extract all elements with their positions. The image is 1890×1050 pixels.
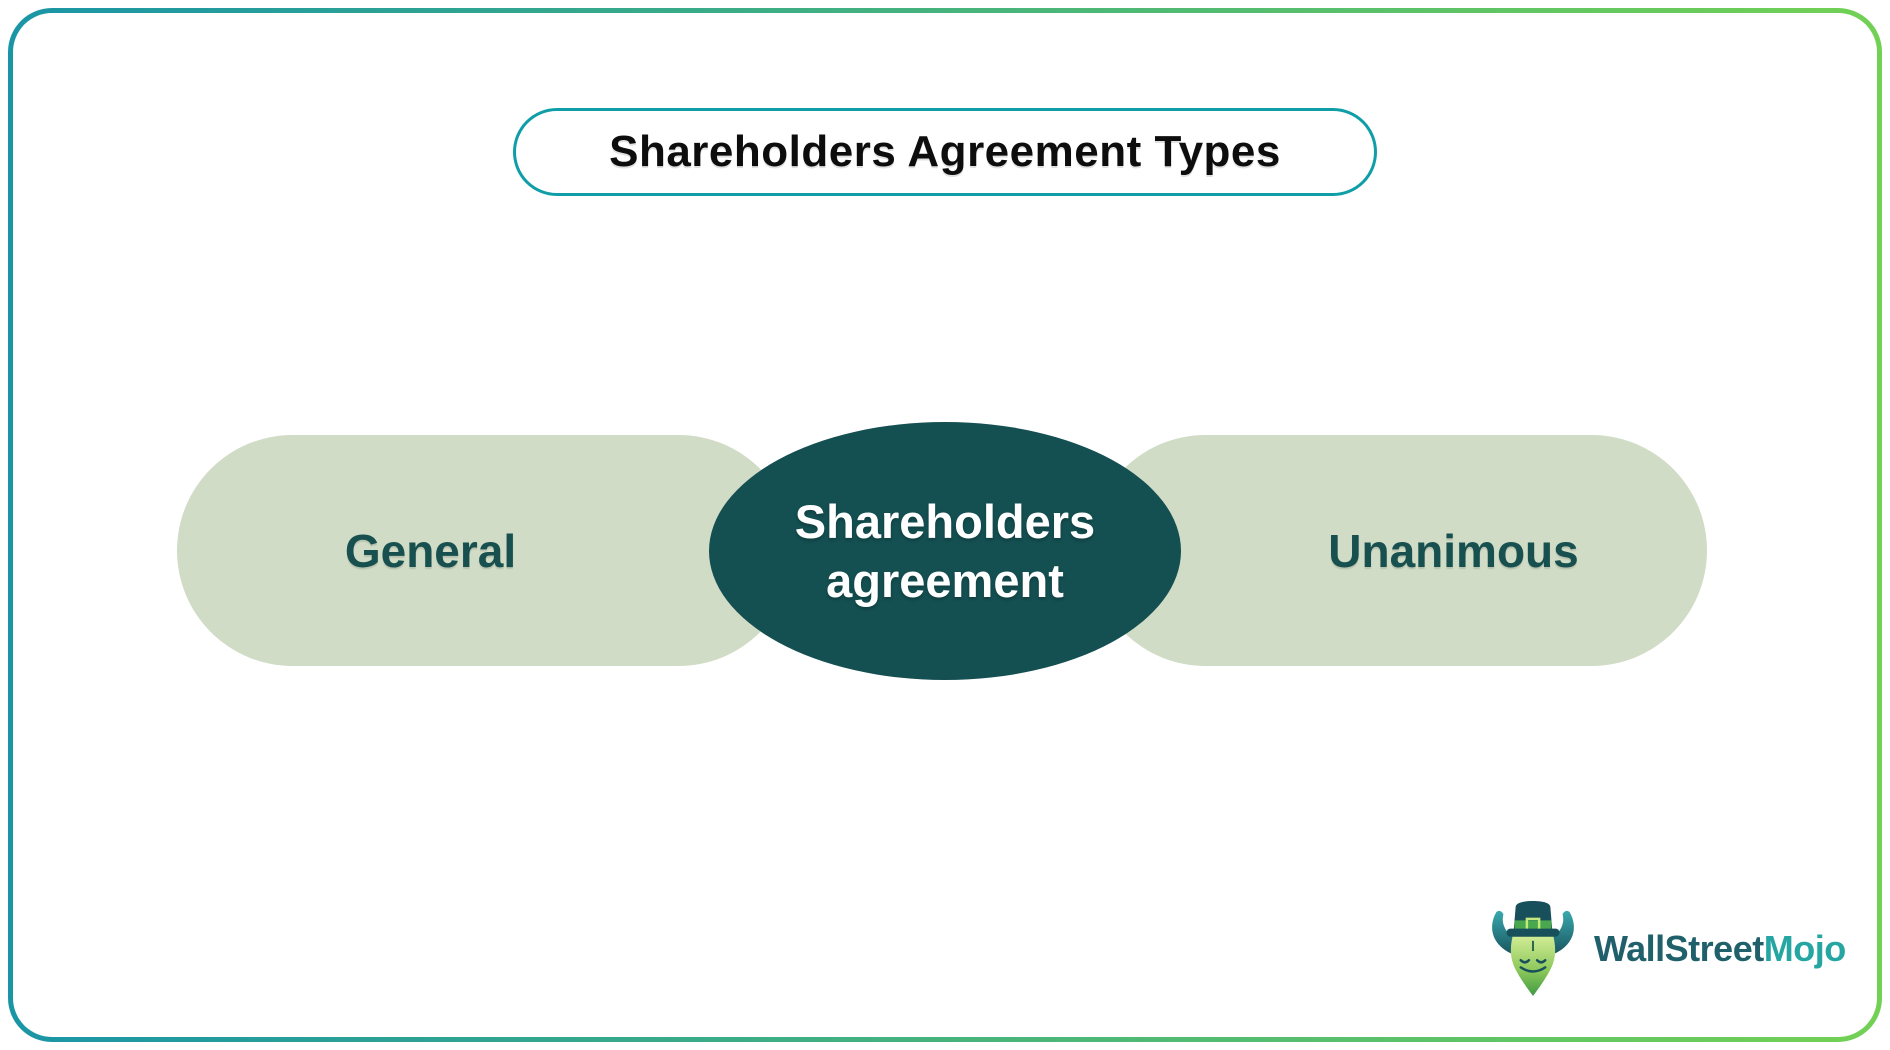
node-unanimous-label: Unanimous <box>1328 524 1579 577</box>
wordmark-mojo: Mojo <box>1763 928 1846 969</box>
page-title-text: Shareholders Agreement Types <box>609 127 1281 176</box>
page-title: Shareholders Agreement Types <box>513 108 1377 196</box>
center-node-label-line2: agreement <box>826 554 1064 607</box>
wallstreetmojo-logo: WallStreetMojo <box>1484 897 1846 1001</box>
node-shareholders-agreement: Shareholders agreement <box>709 422 1181 680</box>
wordmark-wallstreet: WallStreet <box>1594 928 1764 969</box>
center-node-label-line1: Shareholders <box>794 494 1096 548</box>
node-general: General <box>177 435 794 666</box>
wallstreetmojo-wordmark: WallStreetMojo <box>1594 928 1846 970</box>
wallstreetmojo-mascot-icon <box>1492 901 1574 996</box>
node-unanimous: Unanimous <box>1090 435 1707 666</box>
node-general-label: General <box>344 524 517 577</box>
